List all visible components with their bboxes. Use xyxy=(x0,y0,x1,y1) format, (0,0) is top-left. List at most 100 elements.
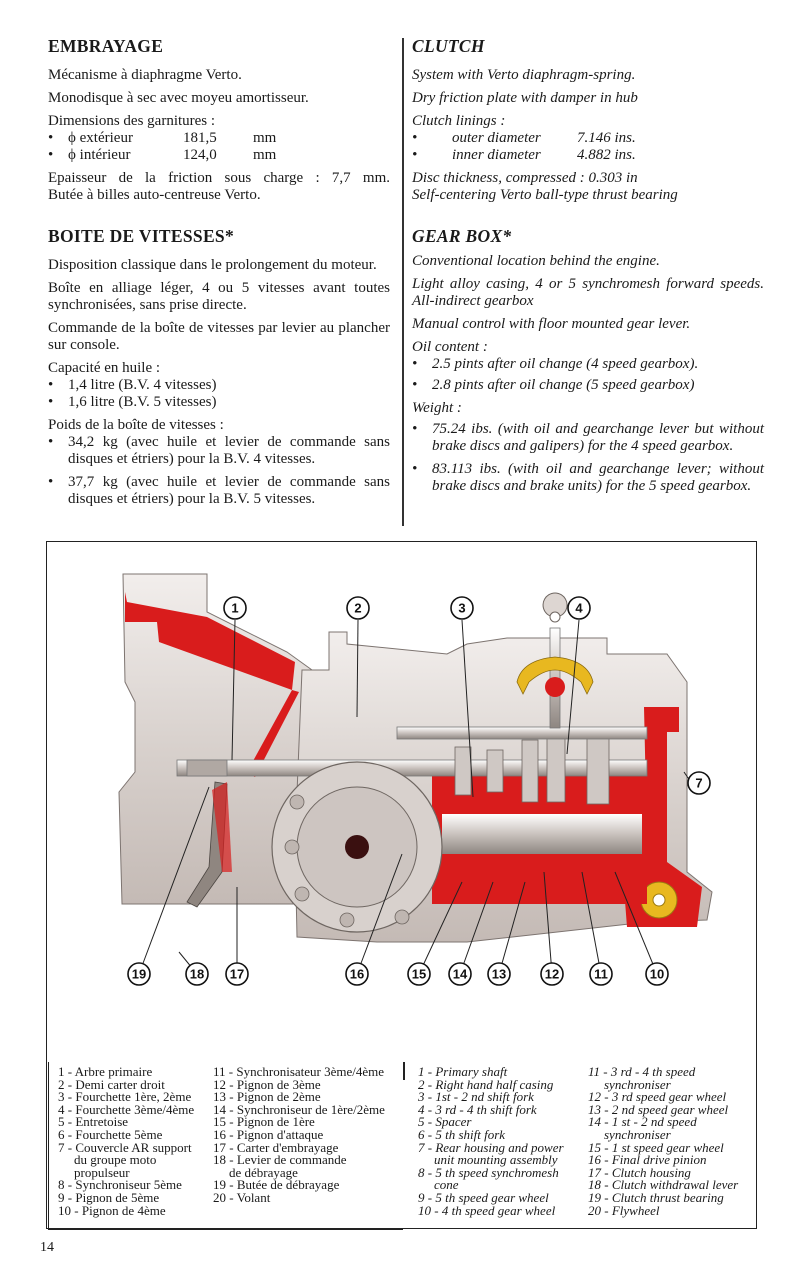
legend-dash: - xyxy=(424,1101,436,1117)
legend-text: 3 rd - 4 th shift fork xyxy=(435,1101,537,1117)
legend-dash: - xyxy=(424,1064,436,1079)
legend-number: 13 xyxy=(213,1089,226,1105)
legend-text: Volant xyxy=(236,1189,271,1205)
legend-item: 12 - Pignon de 3ème xyxy=(213,1076,403,1092)
weight-list-fr: 34,2 kg (avec huile et levier de command… xyxy=(48,434,390,508)
weight-item-fr: 37,7 kg (avec huile et levier de command… xyxy=(48,474,390,508)
callout-17: 17 xyxy=(225,962,249,986)
page-number: 14 xyxy=(40,1240,54,1255)
oil-item-en: 2.5 pints after oil change (4 speed gear… xyxy=(412,356,764,373)
legend-text: Fourchette 5ème xyxy=(75,1126,163,1142)
legend-text: Butée de débrayage xyxy=(236,1177,340,1193)
legend-item: 18 - Levier de commande xyxy=(213,1152,403,1168)
legend-item: 9 - 5 th speed gear wheel xyxy=(418,1189,588,1205)
legend-text: Right hand half casing xyxy=(435,1076,554,1092)
legend-dash: - xyxy=(226,1152,237,1168)
legend-item: 12 - 3 rd speed gear wheel xyxy=(588,1089,758,1105)
legend-text: Rear housing and power xyxy=(435,1139,564,1155)
legend-text: Final drive pinion xyxy=(611,1152,707,1168)
linings-label-fr: Dimensions des garnitures : xyxy=(48,113,216,129)
legend-number: 4 xyxy=(58,1101,65,1117)
legend-dash: - xyxy=(424,1139,436,1155)
legend-item: 8 - 5 th speed synchromesh xyxy=(418,1164,588,1180)
weight-label-en: Weight : xyxy=(412,400,462,416)
legend-number: 7 xyxy=(58,1139,65,1155)
legend-item: 16 - Final drive pinion xyxy=(588,1152,758,1168)
legend-item: 20 - Flywheel xyxy=(588,1202,758,1218)
legend-text: Primary shaft xyxy=(435,1064,508,1079)
legend-dash: - xyxy=(601,1202,612,1218)
legend-dash: - xyxy=(601,1089,612,1105)
legend-number: 7 xyxy=(418,1139,425,1155)
legend-text: 3 rd speed gear wheel xyxy=(611,1089,727,1105)
legend-text: Pignon de 5ème xyxy=(75,1189,160,1205)
legend-dash: - xyxy=(601,1164,612,1180)
svg-text:14: 14 xyxy=(453,967,468,982)
callout-12: 12 xyxy=(540,962,564,986)
clutch-title-fr: EMBRAYAGE xyxy=(48,36,164,56)
oil-item-en: 2.8 pints after oil change (5 speed gear… xyxy=(412,377,764,394)
legend-number: 15 xyxy=(588,1139,601,1155)
legend-dash: - xyxy=(226,1114,237,1130)
legend-item-continuation: propulseur xyxy=(74,1164,130,1180)
legend-item: 3 - 1st - 2 nd shift fork xyxy=(418,1089,588,1105)
legend-text: Pignon de 3ème xyxy=(236,1076,321,1092)
legend-item: 7 - Couvercle AR support xyxy=(58,1139,208,1155)
weight-list-en: 75.24 ibs. (with oil and gearchange leve… xyxy=(412,421,764,495)
callout-19: 19 xyxy=(127,962,151,986)
svg-text:12: 12 xyxy=(545,967,559,982)
oil-label-en: Oil content : xyxy=(412,339,488,355)
legend-item: 6 - 5 th shift fork xyxy=(418,1128,588,1142)
legend-item: 15 - Pignon de 1ère xyxy=(213,1114,403,1130)
legend-dash: - xyxy=(226,1189,237,1205)
gearbox-p2-fr: Boîte en alliage léger, 4 ou 5 vitesses … xyxy=(48,280,390,313)
svg-text:2: 2 xyxy=(354,601,361,616)
legend-dash: - xyxy=(601,1152,612,1168)
oil-list-en: 2.5 pints after oil change (4 speed gear… xyxy=(412,356,764,394)
legend-dash: - xyxy=(64,1139,76,1155)
legend-item: 16 - Pignon d'attaque xyxy=(213,1128,403,1142)
legend-dash: - xyxy=(226,1177,237,1193)
legend-text: Demi carter droit xyxy=(75,1076,165,1092)
legend-separator xyxy=(403,1062,405,1080)
legend-number: 16 xyxy=(588,1152,601,1168)
legend-dash: - xyxy=(601,1114,612,1130)
legend-item: 1 - Arbre primaire xyxy=(58,1065,208,1079)
legend-number: 19 xyxy=(588,1189,601,1205)
gear-cluster xyxy=(454,729,610,805)
legend-number: 3 xyxy=(418,1089,425,1105)
weight-item-en: 75.24 ibs. (with oil and gearchange leve… xyxy=(412,421,764,455)
legend-item: 7 - Rear housing and power xyxy=(418,1139,588,1155)
legend-number: 9 xyxy=(418,1189,425,1205)
legend-dash: - xyxy=(226,1101,237,1117)
legend-number: 2 xyxy=(418,1076,425,1092)
gearbox-title-en: GEAR BOX* xyxy=(412,226,512,246)
legend-item: 13 - Pignon de 2ème xyxy=(213,1089,403,1105)
legend-text: Synchroniseur de 1ère/2ème xyxy=(236,1101,385,1117)
svg-text:17: 17 xyxy=(230,967,244,982)
legend-text: Pignon de 2ème xyxy=(236,1089,321,1105)
oil-list-fr: 1,4 litre (B.V. 4 vitesses) 1,6 litre (B… xyxy=(48,377,390,411)
svg-text:7: 7 xyxy=(695,776,702,791)
legend-item: 2 - Demi carter droit xyxy=(58,1076,208,1092)
legend-text: 1 st - 2 nd speed xyxy=(611,1114,697,1130)
clutch-p4-fr: Butée à billes auto-centreuse Verto. xyxy=(48,187,261,203)
legend-text: Clutch thrust bearing xyxy=(611,1189,724,1205)
legend-number: 8 xyxy=(418,1164,425,1180)
legend-text: 2 nd speed gear wheel xyxy=(611,1101,729,1117)
legend-number: 17 xyxy=(213,1139,226,1155)
legend-dash: - xyxy=(424,1114,436,1130)
legend-dash: - xyxy=(424,1189,436,1205)
callout-16: 16 xyxy=(345,962,369,986)
legend-dash: - xyxy=(64,1076,76,1092)
legend-text: Flywheel xyxy=(611,1202,660,1218)
legend-dash: - xyxy=(64,1126,76,1142)
legend-dash: - xyxy=(64,1114,76,1130)
legend-dash: - xyxy=(64,1101,76,1117)
